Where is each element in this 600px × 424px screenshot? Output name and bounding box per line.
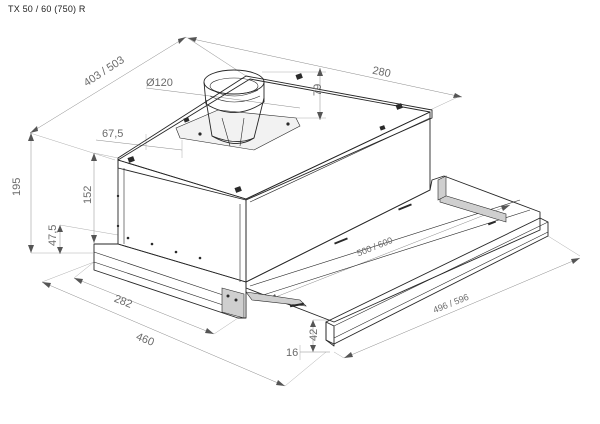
label-body-height: 152 bbox=[82, 186, 94, 204]
model-title: TX 50 / 60 (750) R bbox=[8, 4, 86, 14]
hood-body bbox=[117, 73, 433, 283]
label-duct-offset: 67,5 bbox=[102, 128, 123, 140]
label-front-height: 47,5 bbox=[47, 225, 59, 246]
label-panel-thickness: 16 bbox=[286, 347, 298, 359]
label-front-panel-width: 496 / 596 bbox=[432, 292, 471, 315]
lower-panel bbox=[93, 175, 549, 347]
duct-outlet bbox=[175, 69, 301, 151]
hole-markers bbox=[116, 194, 202, 260]
label-duct-diameter: Ø120 bbox=[146, 77, 173, 89]
label-panel-height: 42 bbox=[308, 329, 320, 341]
label-front-depth: 282 bbox=[112, 293, 134, 311]
label-total-depth: 460 bbox=[134, 331, 156, 349]
label-duct-height: 79 bbox=[312, 84, 324, 96]
label-total-height: 195 bbox=[11, 178, 23, 196]
label-width-top: 403 / 503 bbox=[82, 54, 127, 89]
label-depth-top: 280 bbox=[371, 65, 391, 81]
